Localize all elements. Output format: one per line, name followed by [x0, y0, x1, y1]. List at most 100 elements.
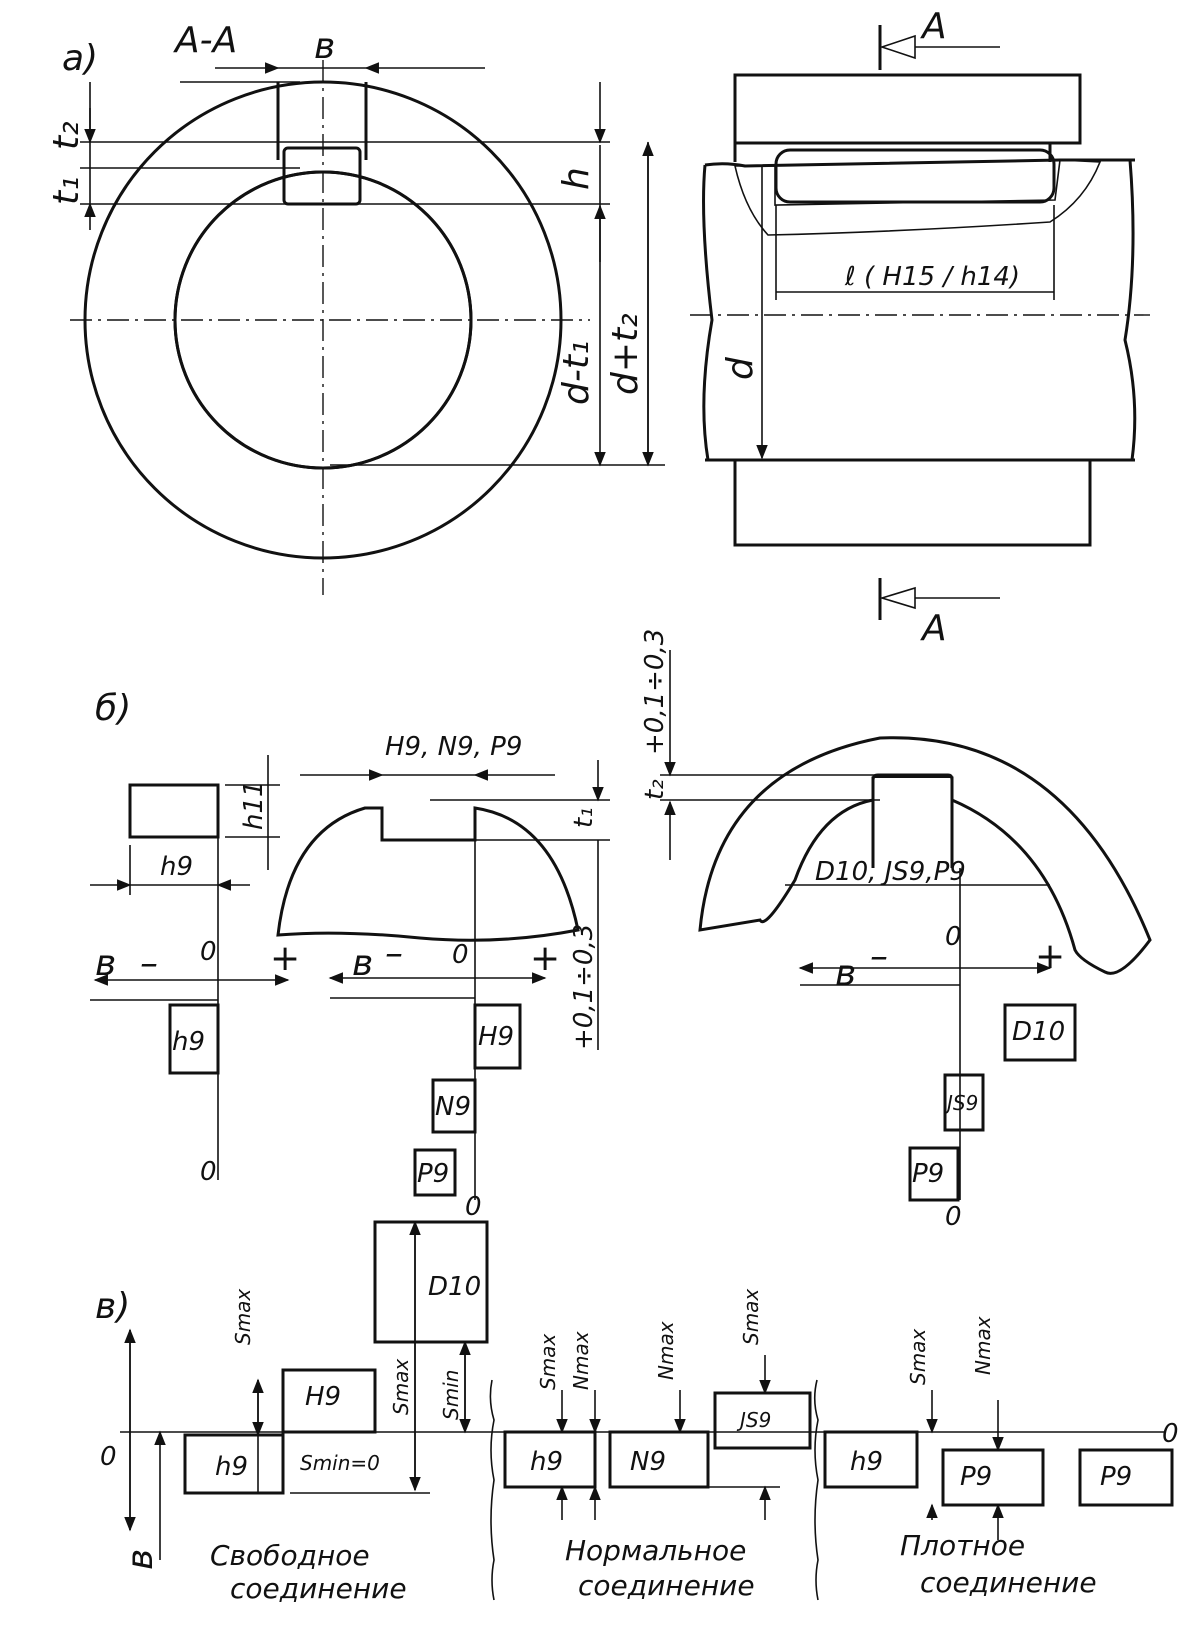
- normal-smax-1: Smax: [536, 1334, 560, 1390]
- zero-v2: 0: [1162, 1419, 1179, 1449]
- field-h9-key-label: h9: [172, 1027, 205, 1057]
- tight-caption-2: соединение: [920, 1566, 1097, 1599]
- axis-b-v: в: [120, 1549, 161, 1570]
- normal-caption-1: Нормальное: [565, 1534, 746, 1567]
- field-P9: [413, 1148, 457, 1197]
- panel-a-label: а): [62, 38, 98, 79]
- free-caption-2: соединение: [230, 1572, 407, 1605]
- dim-b: в: [215, 26, 485, 74]
- dim-t1-label: t₁: [46, 176, 87, 205]
- normal-h9: [503, 1430, 597, 1489]
- zero-b1: 0: [200, 937, 217, 967]
- normal-N9-label: N9: [630, 1447, 666, 1477]
- hub-cross-section: [70, 60, 590, 595]
- panel-v: в) 0 0 в h9 H9 D10 Smin=0 Smax Smax Smi: [95, 1220, 1179, 1605]
- key-side: [774, 148, 1056, 204]
- axis-b-1: в: [95, 943, 116, 984]
- normal-N9: [608, 1430, 710, 1489]
- tight-h9: [823, 1430, 919, 1489]
- dim-d-minus-t1-label: d-t₁: [556, 341, 597, 405]
- dim-d-label: d: [720, 356, 761, 380]
- field-P9-hub: [908, 1146, 960, 1202]
- field-N9: [431, 1078, 477, 1134]
- normal-nmax-1: Nmax: [569, 1331, 593, 1390]
- panel-b-label: б): [95, 688, 131, 729]
- tight-smax: Smax: [906, 1329, 930, 1385]
- section-mark-top: А: [920, 6, 947, 47]
- hub-bottom-section: [733, 458, 1092, 547]
- dim-t-left: t₂ t₁: [46, 81, 610, 230]
- field-N9-label: N9: [435, 1092, 471, 1122]
- zero-b3: 0: [452, 940, 469, 970]
- hub-tol-label: +0,1÷0,3: [640, 629, 670, 755]
- plus-3: +: [1035, 936, 1065, 977]
- key-profile: [128, 783, 220, 839]
- free-smax-1: Smax: [231, 1289, 255, 1345]
- free-H9-label: H9: [305, 1382, 341, 1412]
- shaft-t1-label: t₁: [569, 807, 599, 828]
- free-D10-label: D10: [428, 1272, 481, 1302]
- normal-caption-2: соединение: [578, 1569, 755, 1602]
- shaft-tol-label: +0,1÷0,3: [569, 924, 599, 1050]
- zero-b6: 0: [945, 1202, 962, 1232]
- field-H9: [473, 1003, 522, 1070]
- field-h9-key: [168, 1003, 220, 1075]
- key-h11-label: h11: [239, 780, 269, 830]
- field-D10-label: D10: [1012, 1017, 1065, 1047]
- minus-1: –: [140, 943, 158, 984]
- hub-top-section: [733, 73, 1082, 145]
- axis-b-3: в: [835, 953, 856, 994]
- zero-b2: 0: [200, 1157, 217, 1187]
- tolerance-fields-b: h9 H9 N9 P9 D10 JS9 P9: [168, 1003, 1077, 1202]
- tight-nmax: Nmax: [971, 1316, 995, 1375]
- hub-fits-right-label: D10, JS9,P9: [815, 857, 966, 887]
- shaft-segment: [276, 806, 580, 942]
- panel-v-label: в): [95, 1286, 130, 1327]
- dim-h-label: h: [556, 167, 597, 190]
- free-D10: [373, 1220, 489, 1344]
- dim-right-stack: h d+t₂ d-t₁: [330, 82, 665, 467]
- zero-v1: 0: [100, 1442, 117, 1472]
- dim-b-label: в: [314, 26, 335, 67]
- hub-t2-label: t₂: [640, 779, 670, 800]
- free-smax-2: Smax: [389, 1359, 413, 1415]
- normal-h9-label: h9: [530, 1447, 563, 1477]
- tight-joint: h9 P9 P9 Smax Nmax Плотное соединение: [823, 1316, 1174, 1599]
- free-H9: [281, 1368, 377, 1434]
- tight-h9-label: h9: [850, 1447, 883, 1477]
- free-h9: [183, 1433, 285, 1495]
- axis-b-2: в: [352, 943, 373, 984]
- plus-2: +: [530, 938, 560, 979]
- side-view: ℓ ( H15 / h14) d А А: [690, 6, 1150, 649]
- tight-caption-1: Плотное: [900, 1529, 1025, 1562]
- zero-b4: 0: [465, 1192, 482, 1222]
- hub-segment: [698, 736, 1152, 975]
- tight-P9-label: P9: [960, 1462, 992, 1492]
- field-JS9: [943, 1073, 985, 1132]
- field-D10: [1003, 1003, 1077, 1062]
- tight-P9-2: [1078, 1448, 1174, 1507]
- section-mark-bottom: А: [920, 608, 947, 649]
- normal-joint: h9 N9 JS9 Smax Nmax Nmax Smax Нормальное…: [503, 1289, 812, 1602]
- panel-b: б) h11 h9 H9, N9, P9 t₁ +0,1÷0,3 t₂ +0,: [90, 629, 1152, 1232]
- tolerance-field-axes: 0 0 0 0 0 0 в – + в – + в – +: [90, 785, 1065, 1232]
- minus-2: –: [385, 933, 403, 974]
- dim-t2-label: t₂: [46, 121, 87, 150]
- panel-a: а) А-А в: [46, 6, 1150, 649]
- field-P9-label: P9: [417, 1159, 449, 1189]
- field-P9-hub-label: P9: [912, 1159, 944, 1189]
- free-smin: Smin: [439, 1370, 463, 1420]
- section-title: А-А: [173, 20, 237, 61]
- free-caption-1: Свободное: [210, 1539, 370, 1572]
- plus-1: +: [270, 938, 300, 979]
- zero-b5: 0: [945, 922, 962, 952]
- free-joint: h9 H9 D10 Smin=0 Smax Smax Smin Свободно…: [183, 1220, 489, 1605]
- tight-P9-2-label: P9: [1100, 1462, 1132, 1492]
- free-smin-zero: Smin=0: [300, 1451, 380, 1475]
- hub-fits-label: H9, N9, P9: [385, 732, 522, 762]
- key-h9-label: h9: [160, 852, 193, 882]
- normal-JS9-label: JS9: [736, 1408, 771, 1432]
- normal-nmax-2: Nmax: [654, 1321, 678, 1380]
- normal-smax-2: Smax: [739, 1289, 763, 1345]
